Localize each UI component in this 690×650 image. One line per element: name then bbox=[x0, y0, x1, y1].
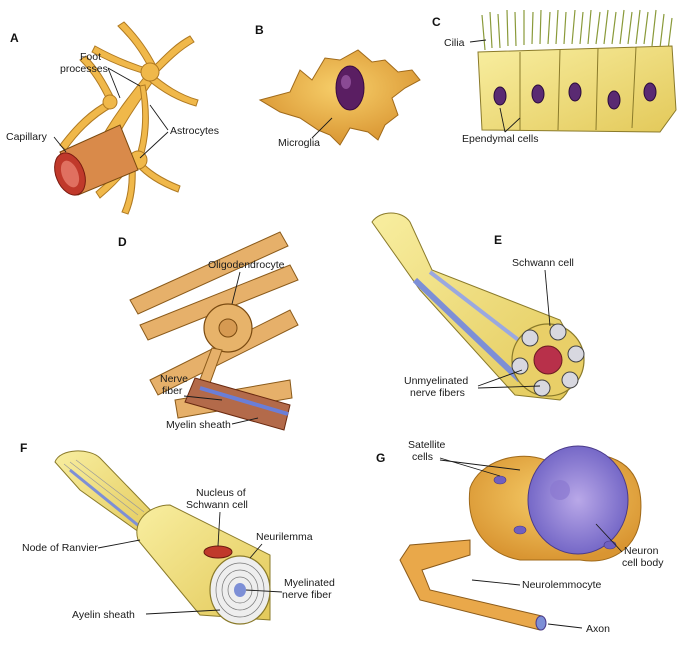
panel-b-microglia: B Microglia bbox=[255, 23, 421, 149]
label-nucleus-of: Nucleus of bbox=[196, 487, 246, 499]
schwann-nucleus bbox=[203, 545, 233, 559]
label-node-ranvier: Node of Ranvier bbox=[22, 542, 98, 554]
label-unmyelinated: Unmyelinated bbox=[404, 375, 468, 387]
panel-g-satellite: G Satellite cells Neuron cell body Neuro… bbox=[376, 439, 664, 635]
label-schwann-cell-f: Schwann cell bbox=[186, 499, 248, 511]
label-cell-body: cell body bbox=[622, 557, 664, 569]
neuron-cell-body bbox=[527, 445, 629, 555]
label-satellite: Satellite bbox=[408, 439, 446, 451]
label-myelin-f: Ayelin sheath bbox=[72, 609, 135, 621]
label-astrocytes: Astrocytes bbox=[170, 125, 219, 137]
label-microglia: Microglia bbox=[278, 137, 320, 149]
label-oligodendrocyte: Oligodendrocyte bbox=[208, 259, 285, 271]
panel-letter-c: C bbox=[432, 15, 441, 29]
label-fiber: fiber bbox=[162, 385, 183, 397]
label-neurolemmocyte: Neurolemmocyte bbox=[522, 579, 602, 591]
unmyelinated-fibers bbox=[511, 323, 585, 397]
label-myelinated: Myelinated bbox=[284, 577, 335, 589]
label-neurilemma: Neurilemma bbox=[256, 531, 313, 543]
panel-letter-e: E bbox=[494, 233, 502, 247]
cilia-shape bbox=[481, 9, 673, 51]
label-foot: Foot bbox=[80, 51, 101, 63]
label-nerve: Nerve bbox=[160, 373, 188, 385]
panel-letter-a: A bbox=[10, 31, 19, 45]
label-cells: cells bbox=[412, 451, 433, 463]
panel-letter-g: G bbox=[376, 451, 385, 465]
label-schwann-cell: Schwann cell bbox=[512, 257, 574, 269]
label-neuron: Neuron bbox=[624, 545, 659, 557]
panel-e-schwann: E Schwann cell Unmyelinated nerve fibers bbox=[371, 212, 585, 401]
panel-f-myelinated: F Nucleus of Schwann cell Neurilemma Nod… bbox=[20, 441, 335, 625]
ependymal-nuclei bbox=[493, 82, 657, 110]
label-nerve-fiber-f: nerve fiber bbox=[282, 589, 332, 601]
label-axon: Axon bbox=[586, 623, 610, 635]
label-nerve-fibers-e: nerve fibers bbox=[410, 387, 465, 399]
label-cilia: Cilia bbox=[444, 37, 465, 49]
label-myelin-d: Myelin sheath bbox=[166, 419, 231, 431]
panel-letter-b: B bbox=[255, 23, 264, 37]
label-ependymal: Ependymal cells bbox=[462, 133, 538, 145]
label-processes: processes bbox=[60, 63, 108, 75]
panel-letter-f: F bbox=[20, 441, 27, 455]
label-capillary: Capillary bbox=[6, 131, 48, 143]
panel-c-ependymal: C Cilia Ependymal cells bbox=[432, 9, 677, 145]
fibers-shape bbox=[129, 231, 299, 419]
panel-d-oligodendrocyte: D Oligodendrocyte Nerve fiber Myelin she… bbox=[118, 231, 299, 431]
panel-a-astrocytes: A Foot processes Capillary bbox=[6, 21, 219, 215]
panel-letter-d: D bbox=[118, 235, 127, 249]
capillary-shape bbox=[54, 124, 139, 196]
